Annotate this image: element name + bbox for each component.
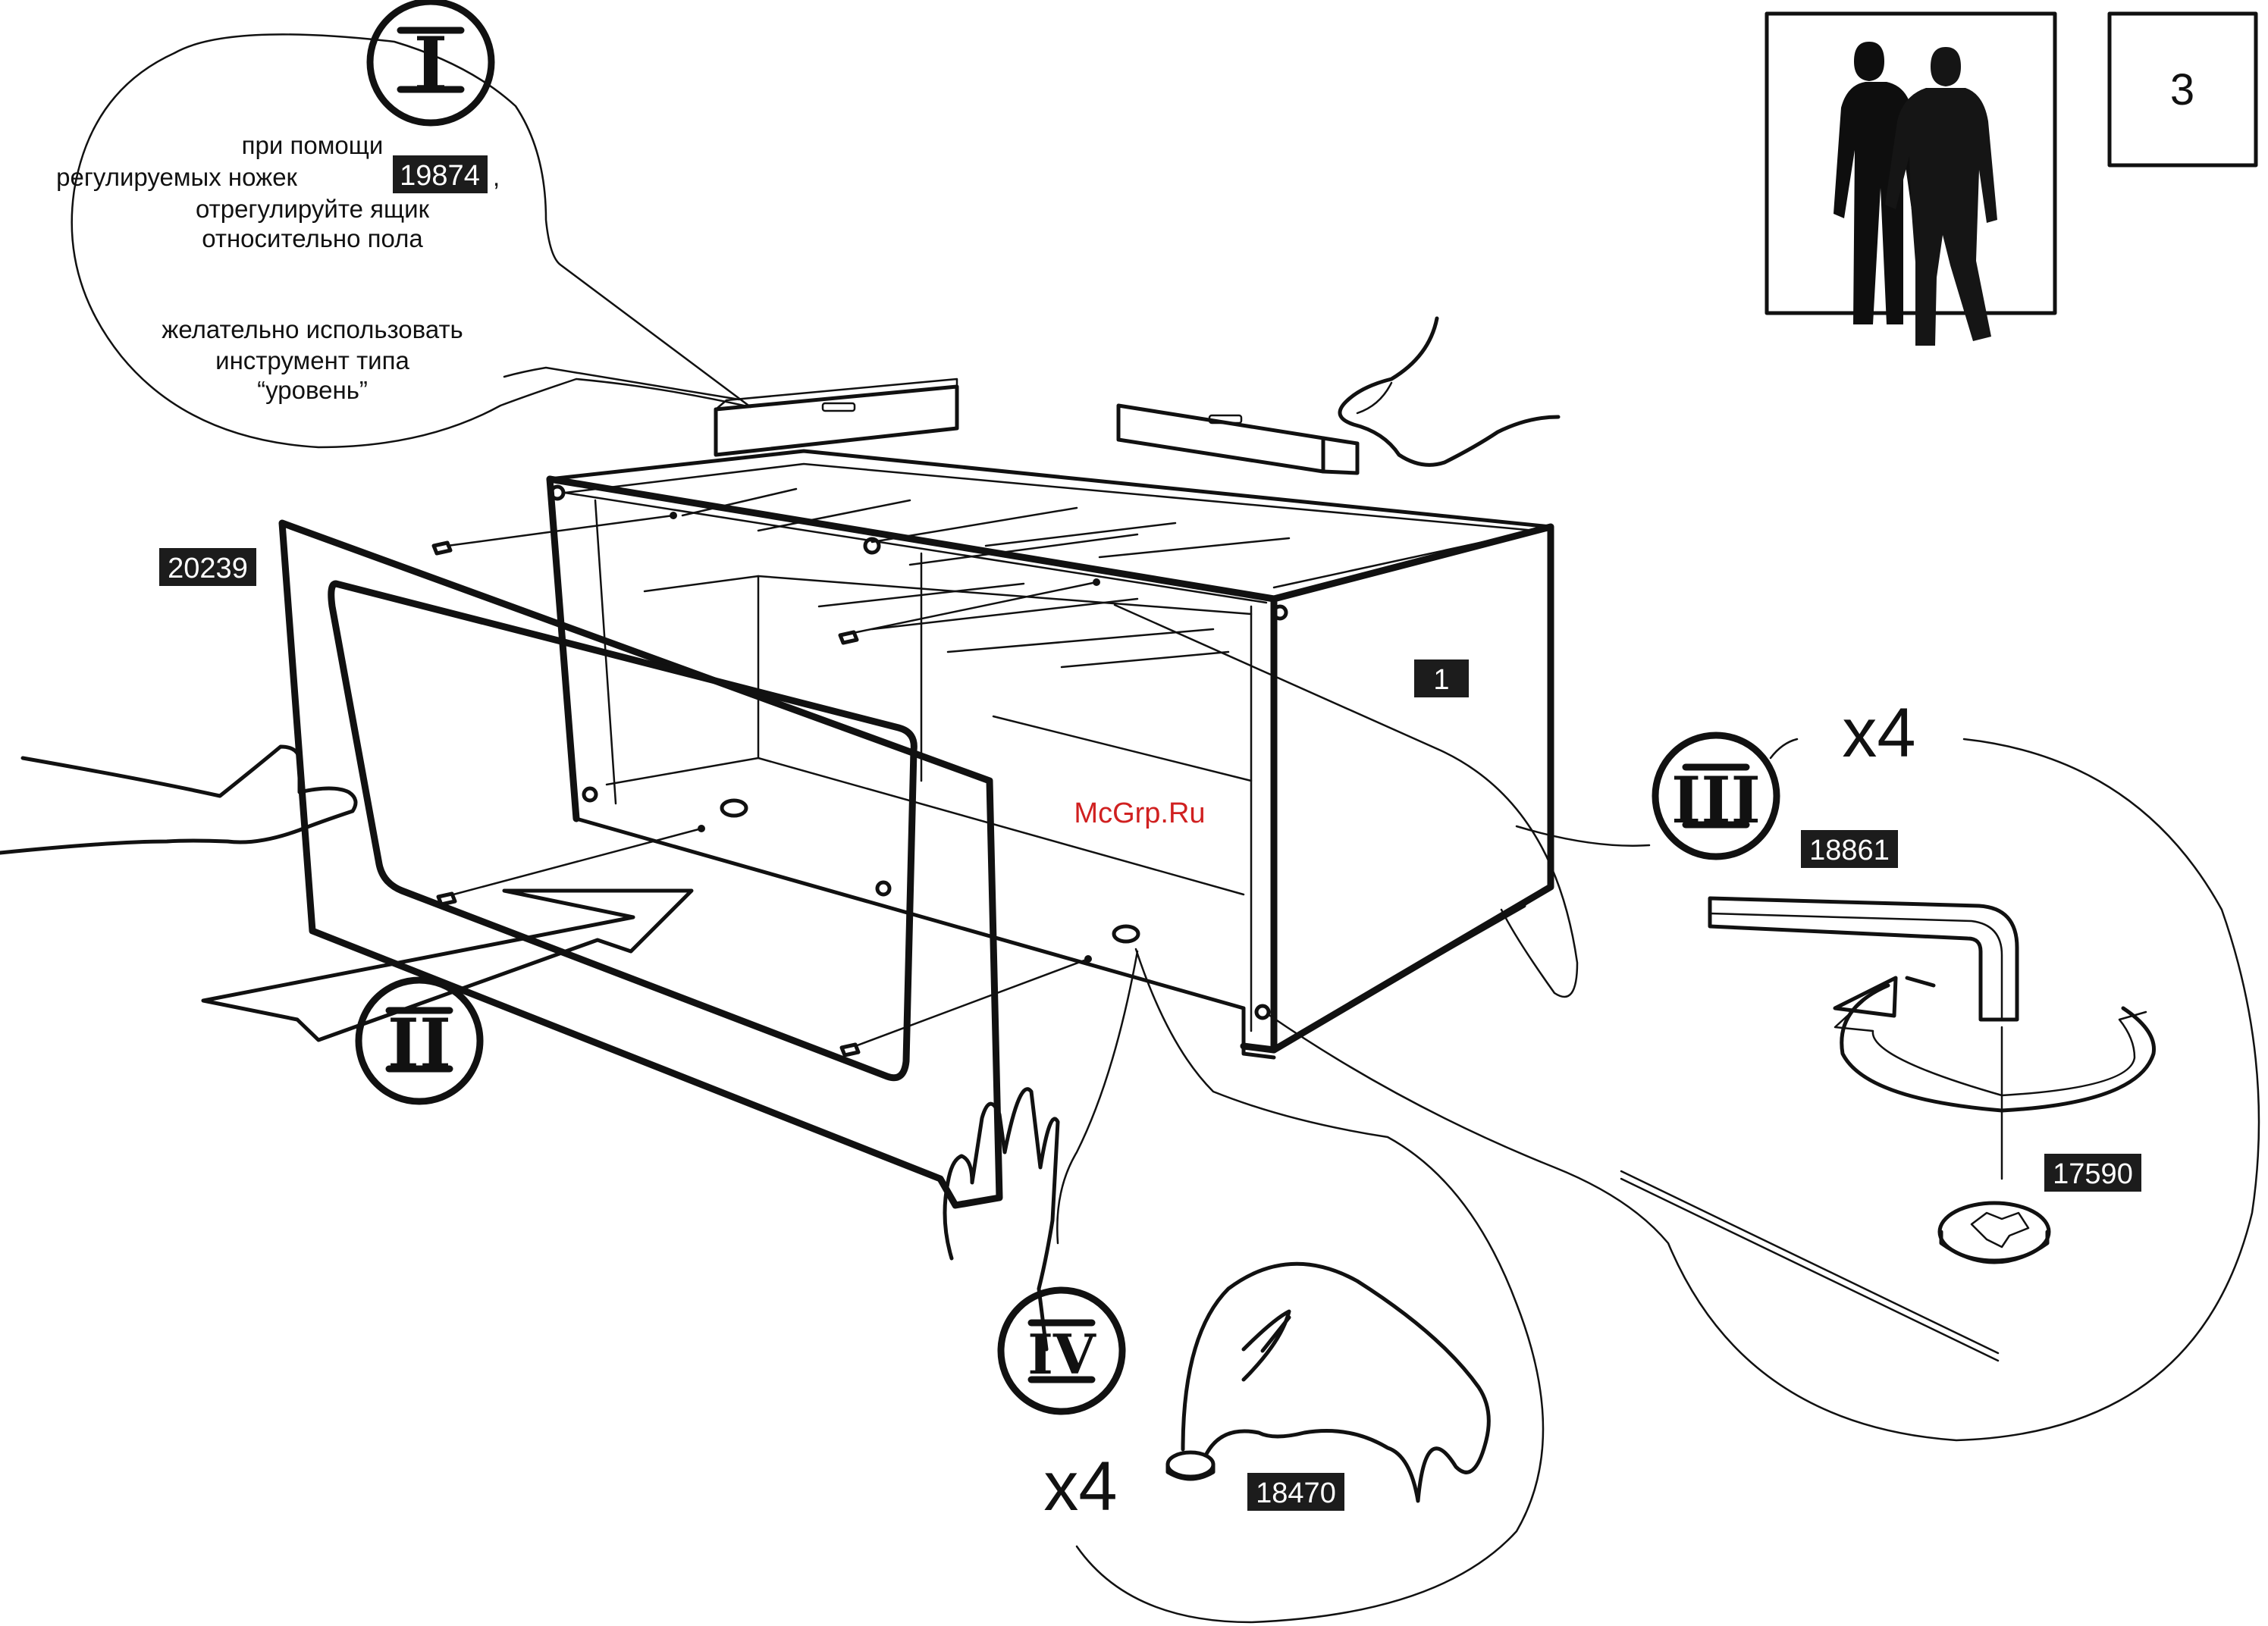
svg-text:инструмент типа: инструмент типа [215,346,409,374]
part-label-19874: 19874 [400,160,480,192]
hand-icon-pad [1183,1264,1488,1501]
instruction-text: при помощи регулируемых ножек 19874 , от… [56,131,500,404]
page-number-box: 3 [2110,14,2256,165]
watermark: McGrp.Ru [1074,797,1205,829]
step-circle-3: III [1655,735,1777,857]
step-circle-1: I [370,2,491,123]
step-circle-2: II [359,980,480,1101]
part-label-18470: 18470 [1256,1477,1336,1509]
felt-pad-icon [1168,1452,1213,1479]
quantity-step4: x4 [1043,1448,1117,1525]
svg-text:относительно пола: относительно пола [202,224,423,252]
callout-bubble-step4 [1057,949,1543,1622]
rotate-arrow-icon [1835,978,2154,1179]
svg-text:желательно использовать: желательно использовать [162,315,463,343]
part-label-17590: 17590 [2053,1158,2133,1190]
svg-text:регулируемых ножек: регулируемых ножек [56,163,297,191]
svg-text:отрегулируйте ящик: отрегулируйте ящик [196,195,430,223]
svg-text:при помощи: при помощи [242,131,384,159]
cabinet-body [550,451,1551,1057]
leveler-foot-icon [1940,1203,2049,1262]
page-number: 3 [2170,65,2194,114]
hand-icon-bottom [945,1089,1058,1349]
part-label-1: 1 [1433,664,1449,696]
hand-icon-top [1340,318,1558,465]
level-tool-right [1118,406,1357,473]
part-label-18861: 18861 [1809,835,1890,866]
step-circle-4: IV [1001,1290,1122,1411]
two-persons-icon [1767,14,2055,346]
part-label-20239: 20239 [168,553,248,584]
svg-text:“уровень”: “уровень” [257,376,368,404]
level-tool-left [716,379,957,455]
svg-text:I: I [414,21,448,107]
quantity-step3: x4 [1842,694,1915,772]
svg-text:,: , [493,163,500,191]
